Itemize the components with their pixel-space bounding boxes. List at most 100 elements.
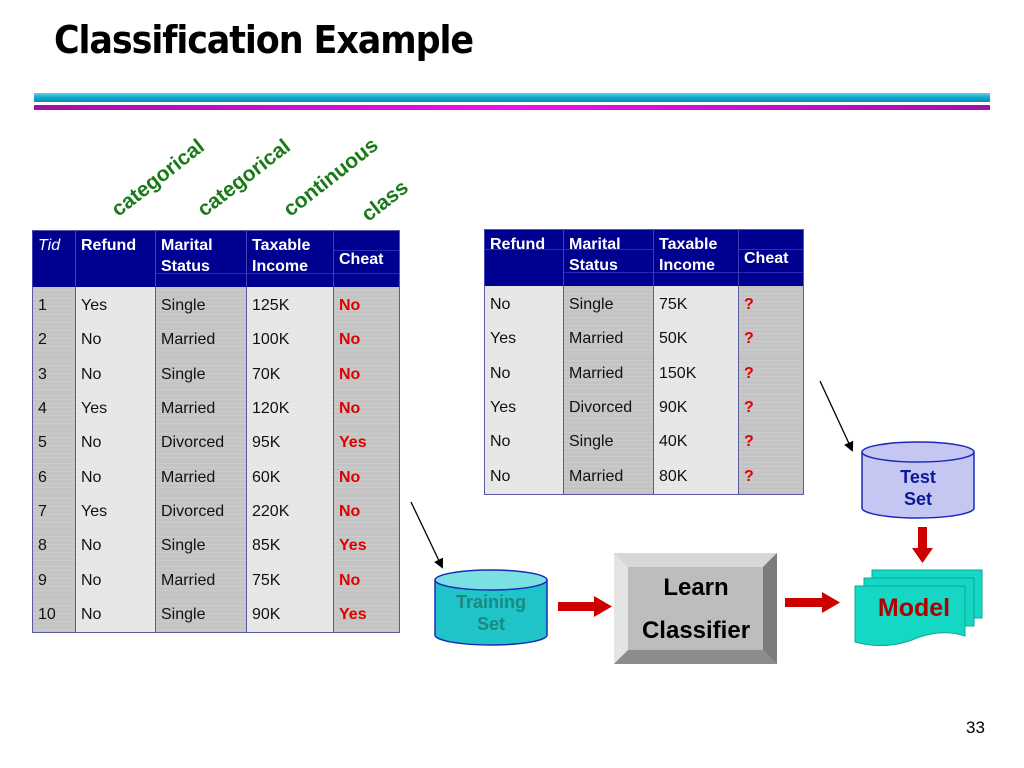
- cell-refund: No: [75, 357, 156, 392]
- cell-marital: Married: [155, 563, 247, 598]
- cell-income: 150K: [653, 356, 739, 391]
- cell-cheat: ?: [738, 459, 804, 495]
- cell-tid: 5: [32, 426, 76, 461]
- title-rule-magenta: [34, 105, 990, 110]
- cell-income: 50K: [653, 322, 739, 357]
- arrow-test-to-model: [912, 527, 933, 563]
- cell-income: 90K: [653, 390, 739, 426]
- learn-classifier-box: [614, 553, 777, 664]
- cell-refund: No: [75, 323, 156, 358]
- training-set-label: Training Set: [437, 591, 545, 635]
- slide-title: Classification Example: [54, 18, 474, 62]
- cell-tid: 1: [32, 287, 76, 324]
- cell-income: 70K: [246, 357, 334, 392]
- cell-marital: Married: [155, 391, 247, 427]
- cell-refund: No: [75, 597, 156, 633]
- cell-refund: Yes: [75, 391, 156, 427]
- learn-classifier-line2: Classifier: [641, 617, 751, 644]
- cell-cheat: ?: [738, 286, 804, 323]
- test-set-cylinder: [861, 441, 975, 519]
- cell-tid: 9: [32, 563, 76, 598]
- cell-cheat: Yes: [333, 426, 400, 461]
- cell-tid: 8: [32, 529, 76, 564]
- cell-cheat: ?: [738, 322, 804, 357]
- cell-marital: Married: [563, 322, 654, 357]
- cell-refund: No: [75, 460, 156, 495]
- cell-cheat: Yes: [333, 597, 400, 633]
- cell-income: 40K: [653, 425, 739, 460]
- cell-refund: No: [75, 563, 156, 598]
- cell-cheat: No: [333, 287, 400, 324]
- cell-marital: Single: [155, 287, 247, 324]
- cell-income: 75K: [653, 286, 739, 323]
- cell-cheat: ?: [738, 356, 804, 391]
- cell-cheat: No: [333, 563, 400, 598]
- cell-marital: Married: [155, 460, 247, 495]
- title-rule-cyan: [34, 93, 990, 102]
- cell-refund: Yes: [75, 287, 156, 324]
- cell-marital: Married: [563, 356, 654, 391]
- cell-refund: Yes: [484, 322, 564, 357]
- arrow-learn-to-model: [785, 592, 840, 613]
- cell-marital: Single: [155, 597, 247, 633]
- cell-cheat: Yes: [333, 529, 400, 564]
- cell-marital: Single: [155, 357, 247, 392]
- cell-tid: 2: [32, 323, 76, 358]
- test-set-line2: Set: [903, 489, 932, 509]
- cell-refund: No: [484, 286, 564, 323]
- cell-marital: Divorced: [155, 426, 247, 461]
- cell-tid: 7: [32, 494, 76, 530]
- header-refund: Refund: [75, 230, 156, 287]
- cell-cheat: No: [333, 323, 400, 358]
- learn-classifier-line1: Learn: [663, 574, 729, 601]
- header-cheat: Cheat: [333, 230, 400, 287]
- cell-marital: Married: [563, 459, 654, 495]
- training-set-cylinder: [434, 569, 548, 646]
- test-set-label: Test Set: [864, 466, 972, 510]
- cell-income: 125K: [246, 287, 334, 324]
- cell-cheat: No: [333, 460, 400, 495]
- cell-tid: 4: [32, 391, 76, 427]
- pointer-arrow-test: [819, 380, 854, 452]
- cell-cheat: ?: [738, 425, 804, 460]
- cell-income: 95K: [246, 426, 334, 461]
- cell-income: 90K: [246, 597, 334, 633]
- header-cheat: Cheat: [738, 229, 804, 286]
- cell-marital: Divorced: [155, 494, 247, 530]
- cell-income: 120K: [246, 391, 334, 427]
- cell-income: 220K: [246, 494, 334, 530]
- cell-income: 60K: [246, 460, 334, 495]
- cell-income: 80K: [653, 459, 739, 495]
- test-set-line1: Test: [900, 467, 936, 487]
- cell-refund: No: [75, 426, 156, 461]
- cell-income: 85K: [246, 529, 334, 564]
- cell-refund: No: [75, 529, 156, 564]
- cell-refund: No: [484, 459, 564, 495]
- pointer-arrow-training: [410, 501, 444, 569]
- cell-refund: Yes: [75, 494, 156, 530]
- model-label: Model: [877, 594, 951, 622]
- cell-cheat: No: [333, 494, 400, 530]
- cell-marital: Married: [155, 323, 247, 358]
- cell-cheat: No: [333, 391, 400, 427]
- cell-income: 100K: [246, 323, 334, 358]
